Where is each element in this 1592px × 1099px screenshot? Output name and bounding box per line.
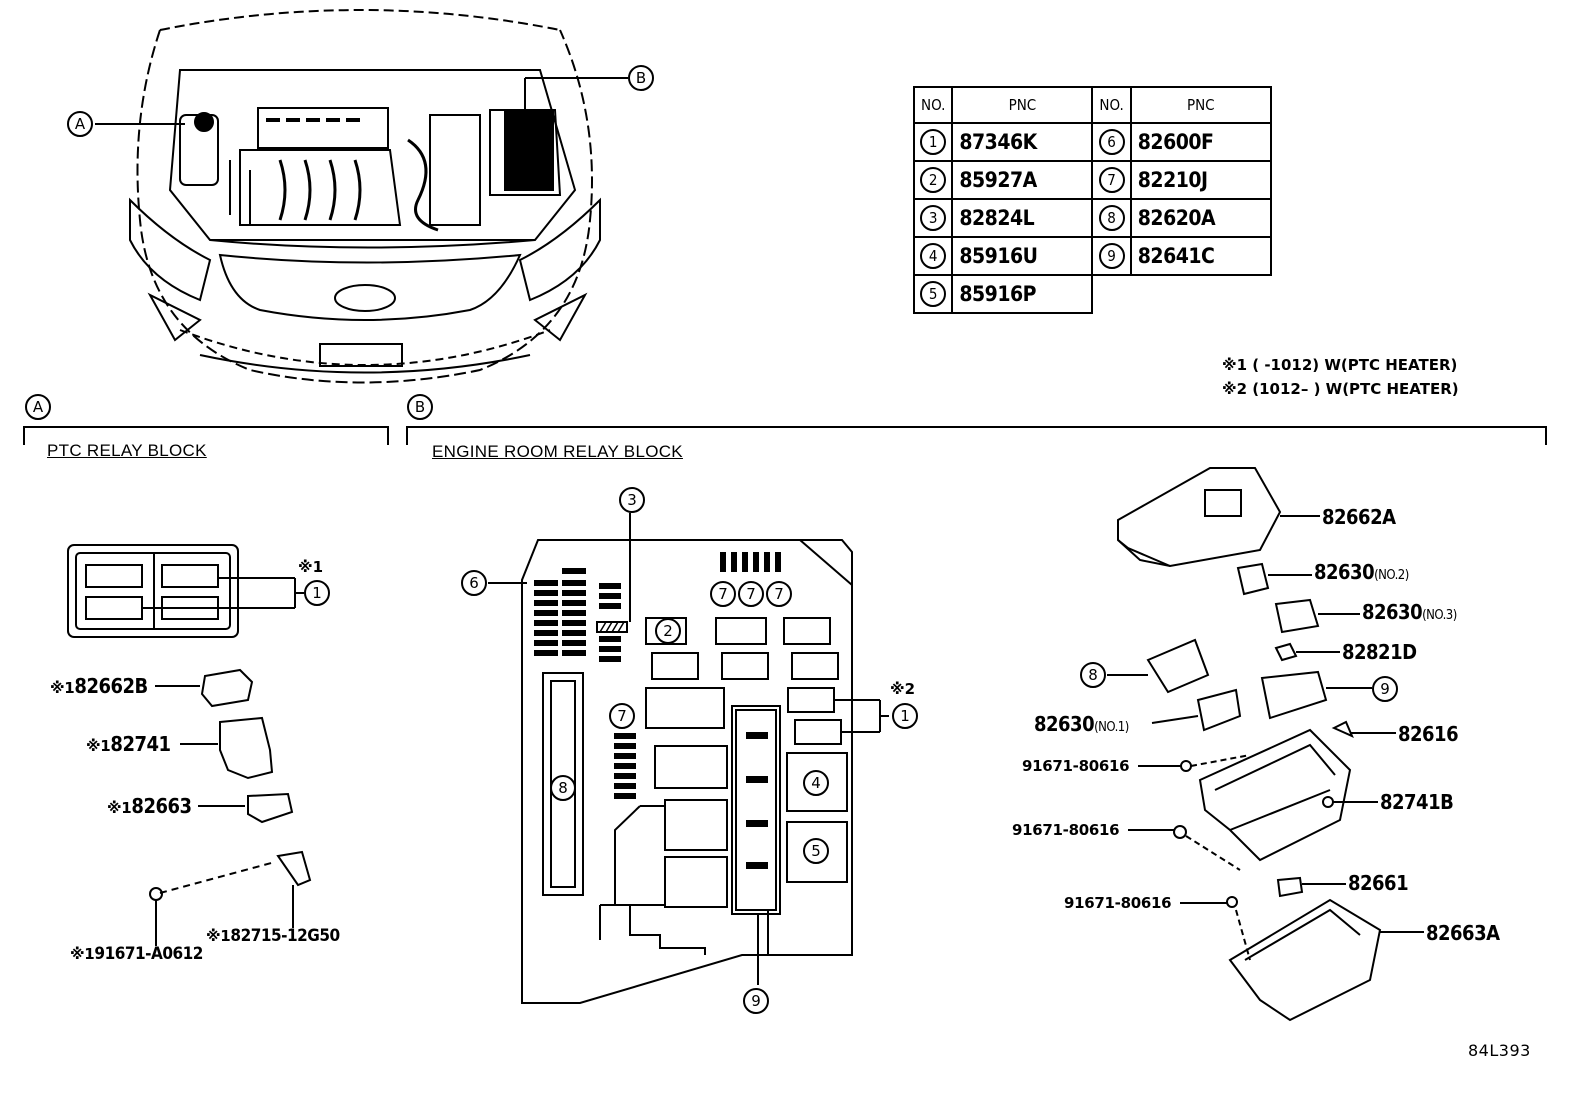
row-number: 7: [1098, 167, 1125, 193]
row-pnc: 85916U: [951, 236, 1094, 276]
header-no-right: NO.: [1091, 86, 1132, 124]
mark: ※1: [206, 927, 231, 945]
bolt-91671-80616-a: 91671-80616: [1022, 757, 1130, 775]
row-pnc: 82641C: [1129, 236, 1272, 276]
row-number: 3: [920, 205, 947, 231]
part-82662a: 82662A: [1322, 505, 1396, 529]
row-number: 9: [1098, 243, 1125, 269]
header-no-left: NO.: [912, 86, 954, 124]
header-pnc-left: PNC: [951, 86, 1094, 124]
ptc-mark-1: ※1: [298, 558, 324, 576]
fuse-3-hatched: [596, 621, 628, 633]
ptc-part-91671-a0612: ※191671-A0612: [70, 944, 203, 964]
part-sub: (NO.2): [1374, 568, 1409, 583]
mark: ※1: [70, 945, 95, 963]
block-num-6: 6: [461, 570, 487, 596]
row-number: 5: [920, 281, 947, 307]
ptc-relay-block: [67, 544, 304, 638]
table-row: 4 85916U 9 82641C: [912, 236, 1272, 276]
row-pnc: 82210J: [1129, 160, 1272, 200]
note-1: ※1 ( -1012) W(PTC HEATER): [1222, 356, 1458, 374]
part-number: 82662B: [74, 674, 148, 698]
part-82630-no3: 82630(NO.3): [1362, 600, 1457, 624]
ptc-part-82715: ※182715-12G50: [206, 926, 340, 946]
part-82741b: 82741B: [1380, 790, 1454, 814]
ptc-num-1: 1: [304, 580, 330, 606]
table-row: 3 82824L 8 82620A: [912, 198, 1272, 238]
bolt-91671-80616-c: 91671-80616: [1064, 894, 1172, 912]
part-num-9: 9: [1372, 676, 1398, 702]
block-num-7d: 7: [609, 703, 635, 729]
row-number: 1: [920, 129, 947, 155]
part-82616: 82616: [1398, 722, 1459, 746]
block-num-3: 3: [619, 487, 645, 513]
ptc-part-82741: ※182741: [86, 732, 171, 756]
row-pnc: 87346K: [951, 122, 1094, 162]
part-82821d: 82821D: [1342, 640, 1417, 664]
row-pnc: 85927A: [951, 160, 1094, 200]
part-number: 82715-12G50: [230, 926, 340, 946]
block-num-9: 9: [743, 988, 769, 1014]
part-82661: 82661: [1348, 871, 1409, 895]
block-num-8: 8: [550, 775, 576, 801]
row-pnc: 82620A: [1129, 198, 1272, 238]
part-num-8: 8: [1080, 662, 1106, 688]
engine-room-relay-block: [488, 513, 889, 1004]
part-number: 82741: [110, 732, 171, 756]
figure-code: 84L393: [1468, 1041, 1531, 1060]
row-pnc: 85916P: [951, 274, 1094, 314]
part-number: 82630: [1034, 712, 1095, 736]
bolt-91671-80616-b: 91671-80616: [1012, 821, 1120, 839]
fuse-blocks: [534, 552, 781, 869]
row-number: 6: [1098, 129, 1125, 155]
engine-section-title: ENGINE ROOM RELAY BLOCK: [432, 442, 683, 461]
row-pnc: 82600F: [1129, 122, 1272, 162]
part-number: 82630: [1314, 560, 1375, 584]
part-number: 82630: [1362, 600, 1423, 624]
part-82663a: 82663A: [1426, 921, 1500, 945]
row-number: 4: [920, 243, 947, 269]
ptc-section-title: PTC RELAY BLOCK: [47, 441, 207, 460]
table-row: 2 85927A 7 82210J: [912, 160, 1272, 200]
callout-b: B: [628, 65, 654, 91]
block-num-2: 2: [655, 618, 681, 644]
mark: ※1: [50, 679, 75, 697]
part-number: 91671-A0612: [94, 944, 203, 964]
ptc-part-drawings: [149, 668, 312, 946]
block-mark-2: ※2: [890, 680, 916, 698]
car-front-illustration: [129, 9, 601, 384]
callout-a: A: [67, 111, 93, 137]
section-a-label: A: [25, 394, 51, 420]
note-2: ※2 (1012– ) W(PTC HEATER): [1222, 380, 1459, 398]
mark: ※1: [107, 799, 132, 817]
row-number: 2: [920, 167, 947, 193]
row-pnc: 82824L: [951, 198, 1094, 238]
part-sub: (NO.1): [1094, 720, 1129, 735]
header-pnc-right: PNC: [1129, 86, 1272, 124]
ptc-part-82662b: ※182662B: [50, 674, 148, 698]
block-num-4: 4: [803, 770, 829, 796]
row-number: 8: [1098, 205, 1125, 231]
table-row: 1 87346K 6 82600F: [912, 122, 1272, 162]
block-num-1: 1: [892, 703, 918, 729]
section-b-label: B: [407, 394, 433, 420]
table-row: 5 85916P: [912, 274, 1271, 314]
part-82630-no1: 82630(NO.1): [1034, 712, 1129, 736]
mark: ※1: [86, 737, 111, 755]
part-82630-no2: 82630(NO.2): [1314, 560, 1409, 584]
table-header-row: NO. PNC NO. PNC: [912, 86, 1272, 124]
block-num-7c: 7: [766, 581, 792, 607]
block-num-7b: 7: [738, 581, 764, 607]
exploded-parts: [1107, 467, 1424, 1022]
part-number: 82663: [131, 794, 192, 818]
block-num-7a: 7: [710, 581, 736, 607]
part-sub: (NO.3): [1422, 608, 1457, 623]
pnc-table: NO. PNC NO. PNC 1 87346K 6 82600F 2 8592…: [912, 86, 1272, 314]
ptc-part-82663: ※182663: [107, 794, 192, 818]
block-num-5: 5: [803, 838, 829, 864]
